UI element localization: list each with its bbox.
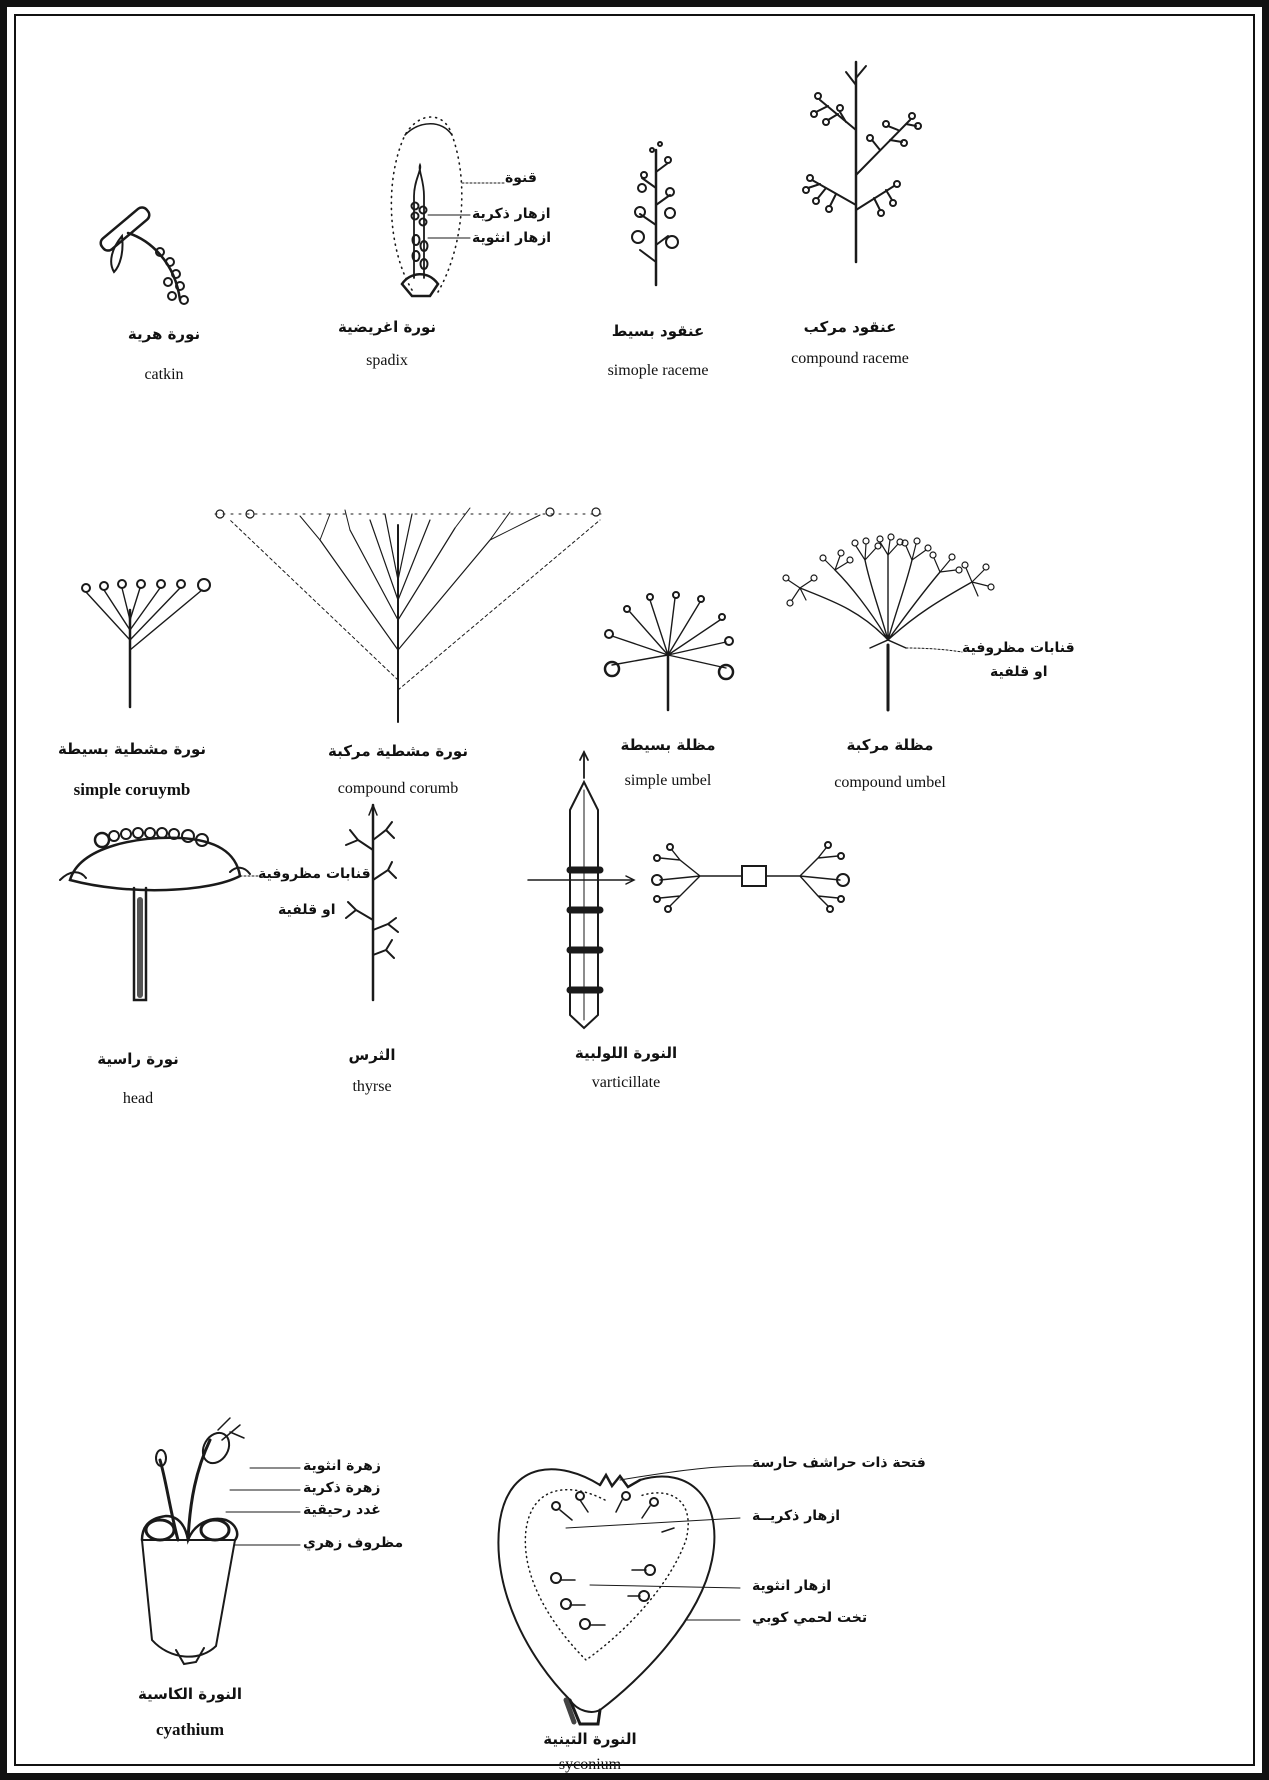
simple-raceme-drawing bbox=[632, 142, 678, 285]
head-callout-involucral-bracts: قنابات مظروفية bbox=[258, 866, 371, 882]
syconium-callout-ostiole: فتحة ذات حراشف حارسة bbox=[752, 1455, 926, 1471]
catkin-english-label: catkin bbox=[144, 366, 183, 384]
syconium-callout-fleshy-receptacle: تخت لحمي كوبي bbox=[752, 1610, 867, 1626]
cyathium-english-label: cyathium bbox=[156, 1720, 224, 1740]
spadix-callout-female-flowers: ازهار انثوية bbox=[472, 230, 551, 246]
simple-corymb-arabic-label: نورة مشطية بسيطة bbox=[58, 740, 206, 758]
catkin-arabic-label: نورة هرية bbox=[128, 325, 200, 343]
syconium-arabic-label: النورة التينية bbox=[543, 1730, 636, 1748]
verticillate-drawing bbox=[528, 752, 849, 1028]
cyathium-arabic-label: النورة الكاسية bbox=[138, 1685, 242, 1703]
simple-corymb-drawing bbox=[82, 579, 210, 707]
compound-raceme-drawing bbox=[803, 62, 921, 262]
head-english-label: head bbox=[123, 1090, 153, 1108]
simple-umbel-drawing bbox=[605, 592, 733, 710]
cyathium-callout-male-flower: زهرة ذكرية bbox=[303, 1480, 380, 1496]
compound-umbel-drawing bbox=[783, 534, 994, 710]
compound-corymb-arabic-label: نورة مشطية مركبة bbox=[328, 742, 468, 760]
verticillate-english-label: varticillate bbox=[592, 1074, 660, 1092]
head-drawing bbox=[60, 828, 258, 1000]
cyathium-callout-floral-envelope: مظروف زهري bbox=[303, 1535, 403, 1551]
thyrse-english-label: thyrse bbox=[352, 1078, 391, 1096]
head-arabic-label: نورة راسية bbox=[97, 1050, 179, 1068]
syconium-drawing bbox=[498, 1466, 760, 1724]
compound-umbel-callout-or-involucre: او قلفية bbox=[990, 664, 1048, 680]
compound-raceme-arabic-label: عنقود مركب bbox=[804, 318, 897, 336]
syconium-callout-female-flowers: ازهار انثوية bbox=[752, 1578, 831, 1594]
spadix-callout-male-flowers: ازهار ذكرية bbox=[472, 206, 551, 222]
catkin-drawing bbox=[98, 205, 188, 304]
compound-umbel-english-label: compound umbel bbox=[834, 774, 946, 792]
compound-umbel-arabic-label: مظلة مركبة bbox=[847, 736, 934, 754]
cyathium-callout-female-flower: زهرة انثوية bbox=[303, 1458, 381, 1474]
simple-corymb-english-label: simple coruymb bbox=[74, 780, 191, 800]
thyrse-drawing bbox=[346, 805, 398, 1000]
compound-raceme-english-label: compound raceme bbox=[791, 350, 909, 368]
simple-umbel-arabic-label: مظلة بسيطة bbox=[620, 736, 715, 754]
cyathium-drawing bbox=[142, 1418, 300, 1664]
syconium-callout-male-flowers: ازهار ذكريــة bbox=[752, 1508, 840, 1524]
spadix-english-label: spadix bbox=[366, 352, 408, 370]
syconium-english-label: syconium bbox=[559, 1756, 621, 1774]
spadix-callout-spathe: قنوة bbox=[505, 170, 537, 186]
spadix-arabic-label: نورة اغريضية bbox=[338, 318, 436, 336]
verticillate-arabic-label: النورة اللولبية bbox=[575, 1044, 677, 1062]
compound-umbel-callout-involucral-bracts: قنابات مظروفية bbox=[962, 640, 1075, 656]
simple-raceme-english-label: simople raceme bbox=[608, 362, 709, 380]
compound-corymb-drawing bbox=[215, 508, 605, 722]
compound-corymb-english-label: compound corumb bbox=[338, 780, 458, 798]
simple-raceme-arabic-label: عنقود بسيط bbox=[612, 322, 705, 340]
simple-umbel-english-label: simple umbel bbox=[625, 772, 712, 790]
thyrse-arabic-label: الثرس bbox=[349, 1046, 396, 1064]
cyathium-callout-nectar-glands: غدد رحيقية bbox=[303, 1502, 381, 1518]
head-callout-or-involucre: او قلفية bbox=[278, 902, 336, 918]
